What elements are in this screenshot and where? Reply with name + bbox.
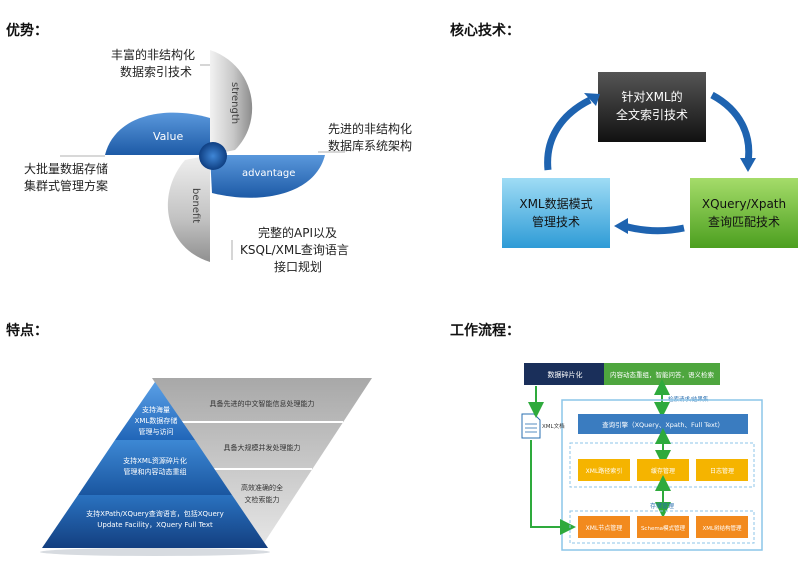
arrow-right xyxy=(710,91,753,163)
svg-text:XML数据存储: XML数据存储 xyxy=(135,416,178,425)
svg-text:查询匹配技术: 查询匹配技术 xyxy=(708,215,780,229)
pyramid-bottom xyxy=(42,495,268,548)
label-benefit: benefit xyxy=(190,188,201,223)
svg-text:支持XPath/XQuery查询语言，包括XQuery: 支持XPath/XQuery查询语言，包括XQuery xyxy=(86,509,224,518)
core-tech-cycle: 针对XML的 全文索引技术 XQuery/Xpath 查询匹配技术 XML数据模… xyxy=(502,72,798,248)
box-xquery-match xyxy=(690,178,798,248)
label-strength: strength xyxy=(229,82,240,124)
callout-right-2: 数据库系统架构 xyxy=(328,138,412,153)
callout-right-1: 先进的非结构化 xyxy=(328,121,412,136)
svg-text:文检索能力: 文检索能力 xyxy=(245,495,280,504)
system-frame xyxy=(561,399,763,551)
features-pyramids: 具备先进的中文智能信息处理能力 具备大规模并发处理能力 高效准确的全 文检索能力… xyxy=(40,378,372,556)
svg-text:管理与访问: 管理与访问 xyxy=(139,427,174,436)
box-cache-mgmt xyxy=(637,459,689,481)
box-xml-node-mgmt xyxy=(578,516,630,538)
svg-text:内容动态重组，智能问答，语义检索: 内容动态重组，智能问答，语义检索 xyxy=(610,370,715,379)
heading-core-tech: 核心技术： xyxy=(450,23,520,39)
heading-features: 特点： xyxy=(6,323,48,339)
label-advantage: advantage xyxy=(242,168,295,179)
svg-text:XML数据模式: XML数据模式 xyxy=(519,196,592,211)
box-xml-path-index xyxy=(578,459,630,481)
svg-text:XML树结构管理: XML树结构管理 xyxy=(702,524,742,532)
svg-text:管理和内容动态重组: 管理和内容动态重组 xyxy=(124,467,187,476)
workflow-diagram: 数据碎片化 内容动态重组，智能问答，语义检索 检索请求/结果集 XML文档 查询… xyxy=(521,363,763,551)
arrow-left xyxy=(544,96,592,171)
box-data-fragment xyxy=(524,363,606,385)
callout-top-2: 数据索引技术 xyxy=(120,64,192,79)
svg-text:全文索引技术: 全文索引技术 xyxy=(616,107,688,122)
svg-text:检索请求/结果集: 检索请求/结果集 xyxy=(668,395,709,403)
svg-text:具备先进的中文智能信息处理能力: 具备先进的中文智能信息处理能力 xyxy=(210,399,315,408)
callout-bottom-2: KSQL/XML查询语言 xyxy=(240,243,349,257)
svg-text:XML文档: XML文档 xyxy=(542,422,565,430)
inverted-triangle xyxy=(152,378,372,546)
label-value: Value xyxy=(153,130,183,143)
heading-advantages: 优势： xyxy=(6,23,48,39)
svg-text:针对XML的: 针对XML的 xyxy=(621,89,682,104)
svg-text:支持海量: 支持海量 xyxy=(142,405,170,414)
callout-left-2: 集群式管理方案 xyxy=(24,178,108,193)
heading-workflow: 工作流程： xyxy=(450,323,520,339)
pyramid-middle xyxy=(78,440,232,495)
pinwheel-hub xyxy=(199,142,227,170)
box-content-reorg xyxy=(604,363,720,385)
box-xml-tree-mgmt xyxy=(696,516,748,538)
svg-text:高效准确的全: 高效准确的全 xyxy=(241,483,283,492)
svg-text:支持XML资源碎片化: 支持XML资源碎片化 xyxy=(123,456,187,465)
petal-benefit xyxy=(167,155,210,262)
callout-top-1: 丰富的非结构化 xyxy=(111,47,195,62)
callout-bottom-3: 接口规划 xyxy=(274,259,322,274)
callout-left-1: 大批量数据存储 xyxy=(24,161,108,176)
svg-text:管理技术: 管理技术 xyxy=(532,214,580,229)
svg-text:存储管理: 存储管理 xyxy=(650,502,674,510)
petal-value xyxy=(105,112,210,155)
svg-text:缓存管理: 缓存管理 xyxy=(651,467,675,475)
svg-text:Update Facility，XQuery Full Te: Update Facility，XQuery Full Text xyxy=(97,521,213,529)
box-schema-mode-mgmt xyxy=(637,516,689,538)
svg-text:具备大规模并发处理能力: 具备大规模并发处理能力 xyxy=(224,443,301,452)
svg-text:日志管理: 日志管理 xyxy=(710,467,734,475)
petal-strength xyxy=(210,50,253,155)
callout-bottom-1: 完整的API以及 xyxy=(258,225,337,240)
arrow-bottom xyxy=(623,222,685,235)
svg-text:XML节点管理: XML节点管理 xyxy=(586,524,623,532)
xml-document-icon xyxy=(521,413,541,439)
svg-text:查询引擎（XQuery、Xpath、Full Text）: 查询引擎（XQuery、Xpath、Full Text） xyxy=(602,420,724,429)
svg-text:Schema模式管理: Schema模式管理 xyxy=(641,524,686,532)
svg-text:XML路径索引: XML路径索引 xyxy=(586,467,623,475)
pyramid-top xyxy=(115,382,195,440)
svg-text:数据碎片化: 数据碎片化 xyxy=(548,370,583,379)
box-log-mgmt xyxy=(696,459,748,481)
box-fulltext-index xyxy=(598,72,706,142)
svg-text:XQuery/Xpath: XQuery/Xpath xyxy=(702,197,786,211)
petal-advantage xyxy=(210,155,325,198)
box-query-engine xyxy=(578,414,748,434)
pinwheel: Value strength advantage benefit xyxy=(60,50,345,262)
box-schema-mgmt xyxy=(502,178,610,248)
